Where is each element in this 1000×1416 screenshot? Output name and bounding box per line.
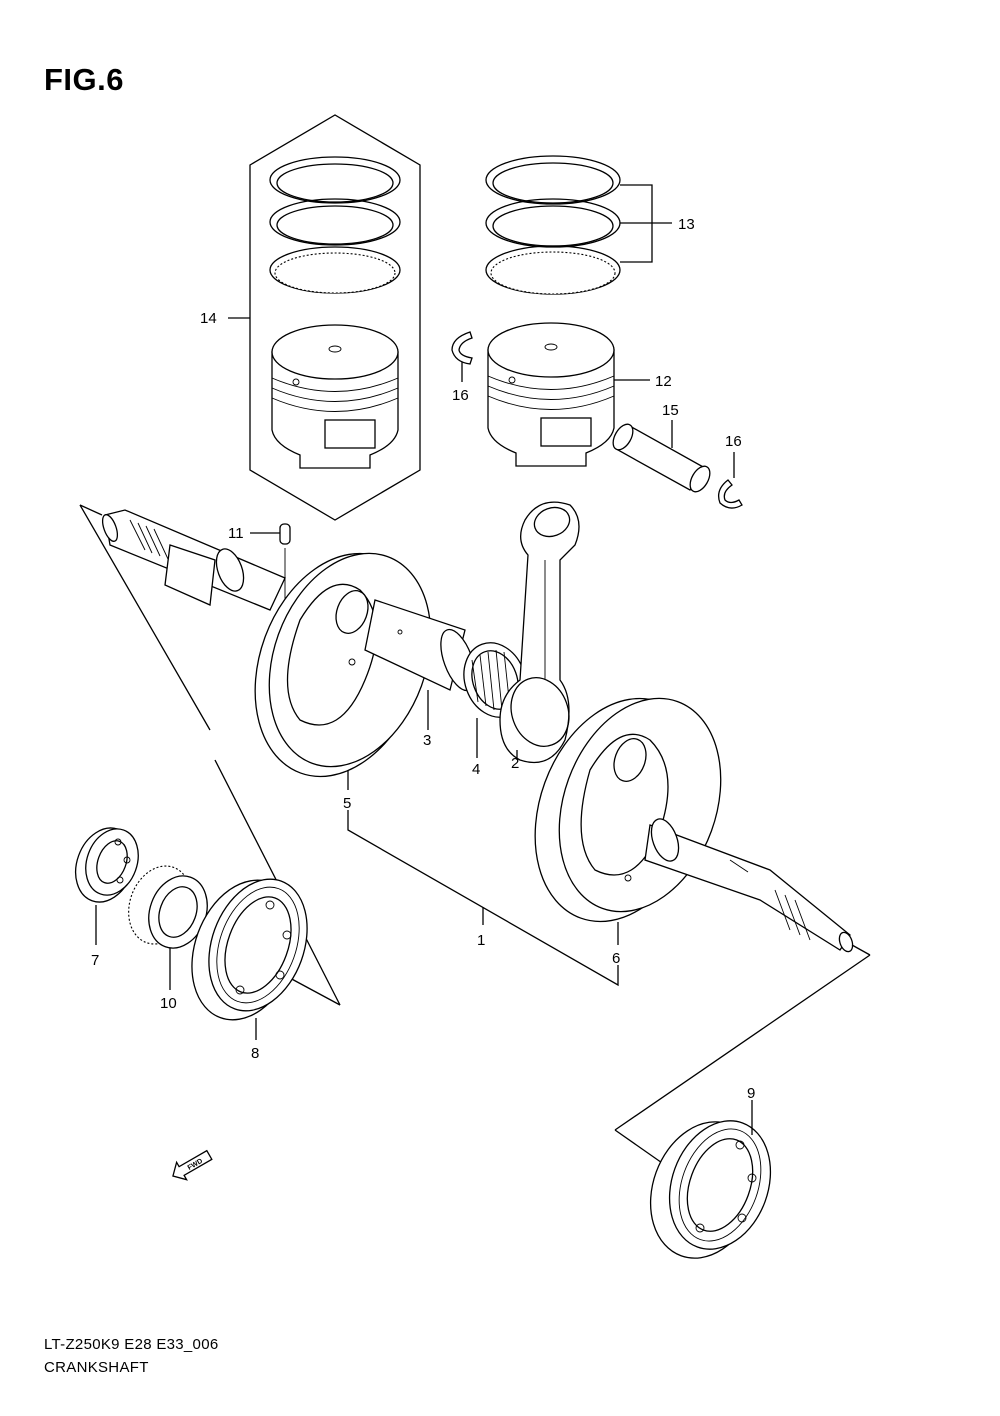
bearing-9 (649, 1100, 772, 1259)
crankshaft-left-shaft (101, 509, 286, 611)
callout-4: 4 (472, 761, 480, 778)
piston (487, 322, 650, 467)
callout-5: 5 (343, 795, 351, 812)
callout-7: 7 (91, 952, 99, 969)
section-name: CRANKSHAFT (44, 1359, 149, 1376)
dowel-pin (250, 523, 291, 600)
callout-6: 6 (612, 950, 620, 967)
right-bearing-leader-lines (614, 944, 871, 1166)
callout-1: 1 (477, 932, 485, 949)
crankshaft-right-shaft (644, 818, 854, 953)
bearing-7 (75, 827, 139, 945)
callout-12: 12 (655, 373, 672, 390)
connecting-rod (499, 501, 580, 764)
fwd-label: FWD (187, 1158, 204, 1172)
forward-direction-arrow: FWD (172, 1149, 213, 1181)
callout-15: 15 (662, 402, 679, 419)
bearing-8 (191, 878, 308, 1040)
kit-piston (271, 324, 399, 469)
piston-kit-group-outline (249, 114, 421, 521)
kit-piston-rings (269, 156, 401, 294)
callout-13: 13 (678, 216, 695, 233)
piston-pin (612, 420, 711, 493)
callout-9: 9 (747, 1085, 755, 1102)
model-code: LT-Z250K9 E28 E33_006 (44, 1336, 219, 1353)
callout-14: 14 (200, 310, 217, 327)
callout-8: 8 (251, 1045, 259, 1062)
crankshaft-assembly-bracket (347, 810, 619, 987)
crankpin (364, 599, 476, 730)
callout-16-left: 16 (452, 387, 469, 404)
callout-2: 2 (511, 755, 519, 772)
callout-11: 11 (228, 525, 244, 542)
piston-pin-circlip-left (451, 331, 473, 382)
callout-16-right: 16 (725, 433, 742, 450)
piston-pin-circlip-right (717, 452, 743, 509)
figure-title: FIG.6 (44, 62, 125, 97)
piston-rings-set (485, 155, 672, 295)
timing-gear (128, 865, 208, 990)
callout-10: 10 (160, 995, 177, 1012)
callout-3: 3 (423, 732, 431, 749)
